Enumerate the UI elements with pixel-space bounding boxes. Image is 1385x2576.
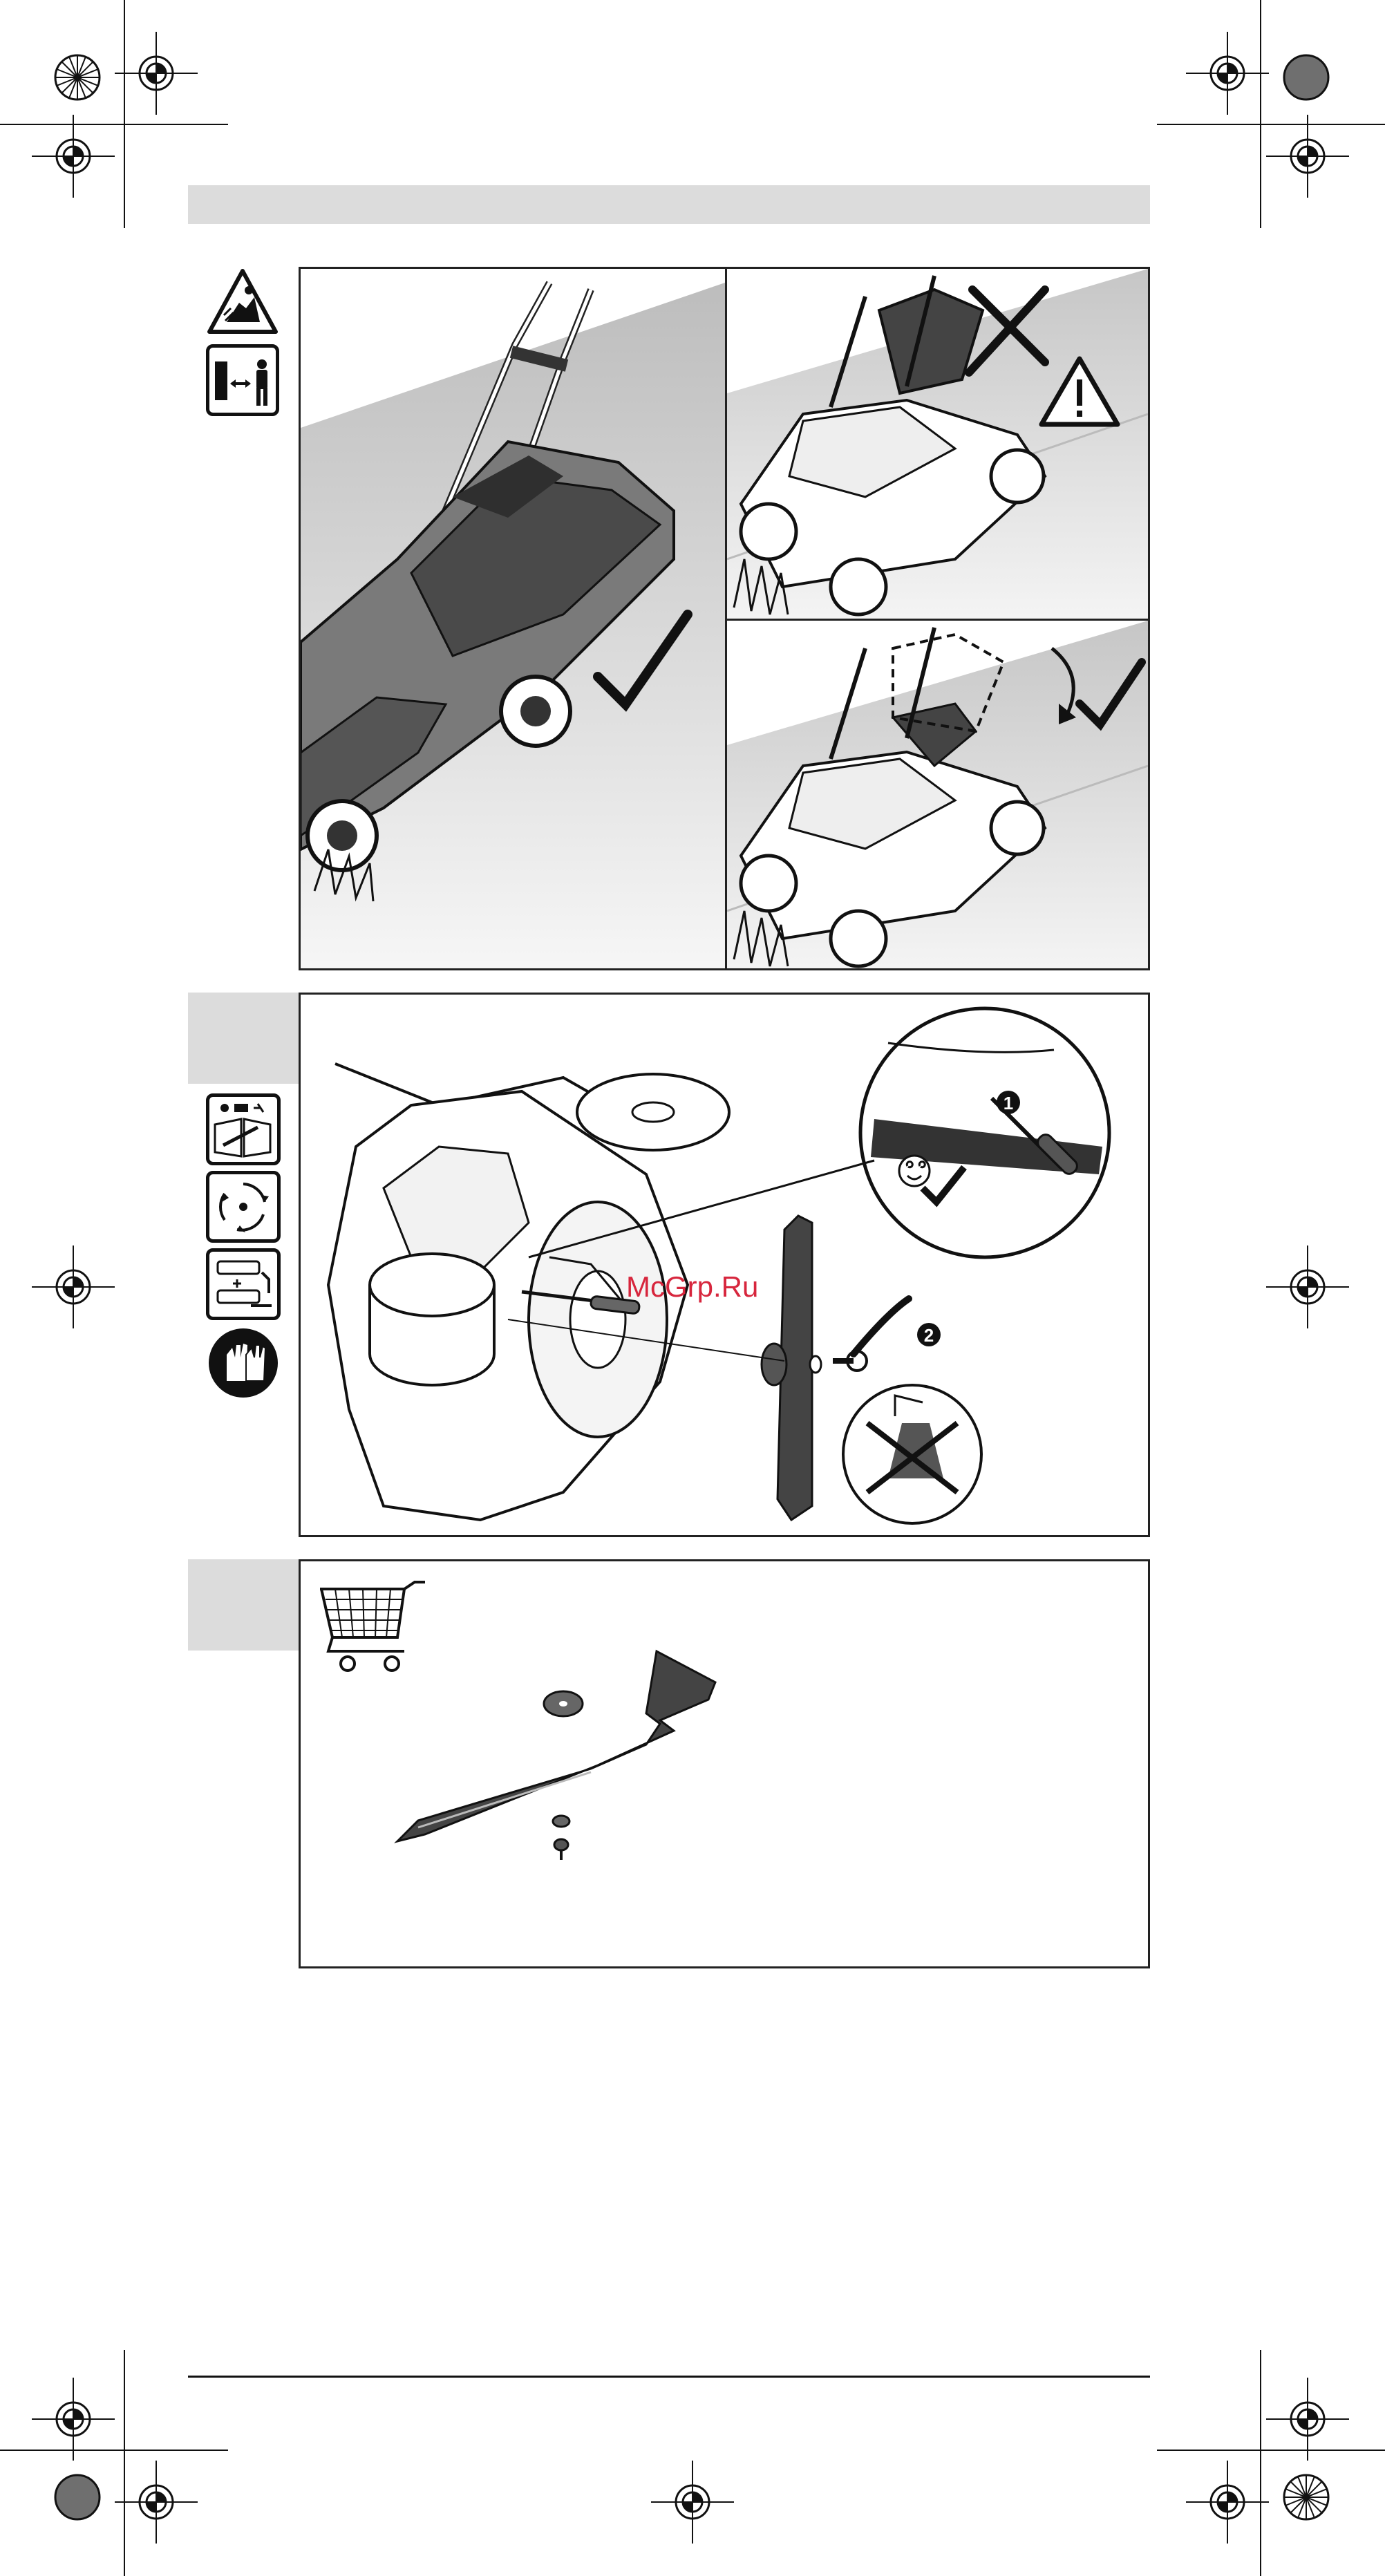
figure-1-panel-correct xyxy=(725,619,1150,970)
rotating-blade-icon xyxy=(206,1171,281,1243)
shopping-cart-icon xyxy=(320,1582,425,1671)
figure-3-panel xyxy=(299,1559,1150,1968)
wear-gloves-icon xyxy=(206,1327,281,1399)
figure-1-icons xyxy=(206,267,279,419)
figure-3-tab xyxy=(188,1559,300,1651)
callout-2: 2 xyxy=(924,1325,934,1346)
warning-bystanders-icon xyxy=(206,267,279,336)
unplug-manual-icon xyxy=(206,1093,281,1165)
footer-rule xyxy=(188,2376,1150,2378)
figure-2-tab xyxy=(188,993,300,1084)
callout-1: 1 xyxy=(1004,1093,1013,1113)
header-bar xyxy=(188,185,1150,224)
watermark: McGrp.Ru xyxy=(626,1270,758,1304)
figure-2-panel: 1 2 xyxy=(299,993,1150,1537)
keep-distance-icon xyxy=(206,344,279,416)
figure-1-panel-wrong xyxy=(725,267,1150,621)
figure-2-icons xyxy=(206,1093,281,1400)
lift-mower-icon xyxy=(206,1248,281,1320)
figure-1-panel-main xyxy=(299,267,727,970)
